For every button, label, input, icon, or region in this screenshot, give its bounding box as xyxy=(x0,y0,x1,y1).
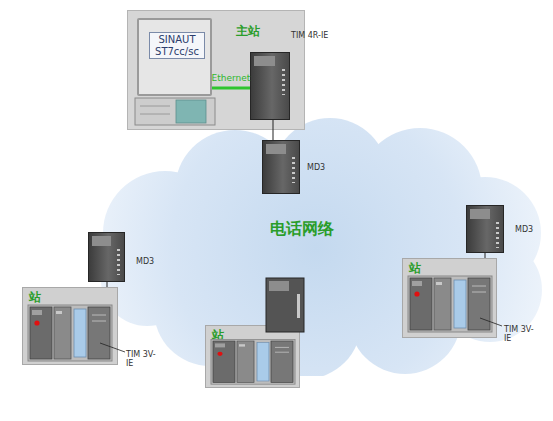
modem-box: MD3 xyxy=(88,232,125,282)
connector-line xyxy=(273,120,274,140)
station-panel: 站TIM 3V-IE xyxy=(402,258,497,338)
node-label: TIM 4R-IE xyxy=(291,31,351,40)
tim-module: TIM 4R-IE xyxy=(250,52,290,120)
connector-line xyxy=(107,282,108,287)
connector-line xyxy=(485,253,486,258)
computer-screen: SINAUT ST7cc/sc xyxy=(137,18,212,96)
node-label: 站 xyxy=(212,329,224,343)
master-station-panel: 主站 SINAUT ST7cc/scTIM 4R-IE xyxy=(127,10,305,130)
node-label: 主站 xyxy=(236,25,260,39)
modem-box: MD3 xyxy=(466,205,504,253)
node-label: MD3 xyxy=(307,163,325,172)
node-label: MD3 xyxy=(515,225,533,234)
station-panel: 站TIM 3V-IE xyxy=(22,287,118,365)
node-label: MD3 xyxy=(136,257,154,266)
station-panel: 站 xyxy=(205,325,300,388)
callout-label: TIM 3V-IE xyxy=(126,350,160,368)
edge-label: Ethernet xyxy=(212,73,251,83)
modem-box: MD3 xyxy=(262,140,300,194)
node-label: SINAUT ST7cc/sc xyxy=(149,32,205,59)
node-label: 站 xyxy=(409,262,421,276)
node-label: 电话网络 xyxy=(270,220,334,238)
callout-label: TIM 3V-IE xyxy=(504,325,538,343)
node-label: 站 xyxy=(29,291,41,305)
connector-line xyxy=(212,87,250,90)
